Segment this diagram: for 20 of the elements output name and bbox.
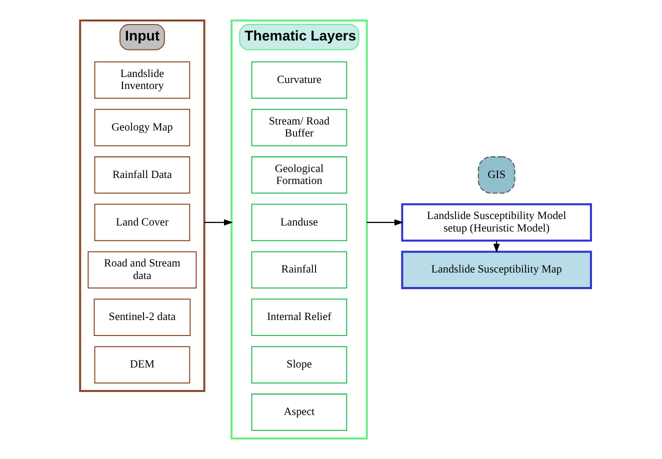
node-box: Geology Map	[94, 108, 190, 146]
node-box: Curvature	[250, 61, 347, 99]
node-box: Rainfall	[250, 251, 347, 289]
node-box: Stream/ Road Buffer	[250, 108, 347, 146]
node-box: Geological Formation	[250, 156, 347, 194]
node-box: DEM	[94, 346, 190, 384]
arrow	[492, 240, 500, 253]
node-box: Landuse	[250, 204, 347, 242]
node-box: Land Cover	[94, 204, 190, 242]
node-box: Rainfall Data	[94, 156, 190, 194]
node-box: Landslide Inventory	[94, 61, 190, 99]
node-box: Aspect	[250, 394, 347, 431]
node-box: Slope	[250, 346, 347, 384]
arrow	[366, 219, 404, 226]
node-box: Road and Stream data	[87, 251, 196, 289]
node-box: Sentinel-2 data	[93, 298, 190, 336]
node-box: Landslide Susceptibility Model setup (Heuristic Model)	[400, 203, 592, 242]
node-box: Internal Relief	[250, 298, 347, 336]
node-box: Landslide Susceptibility Map	[400, 250, 592, 290]
arrow	[204, 219, 233, 226]
